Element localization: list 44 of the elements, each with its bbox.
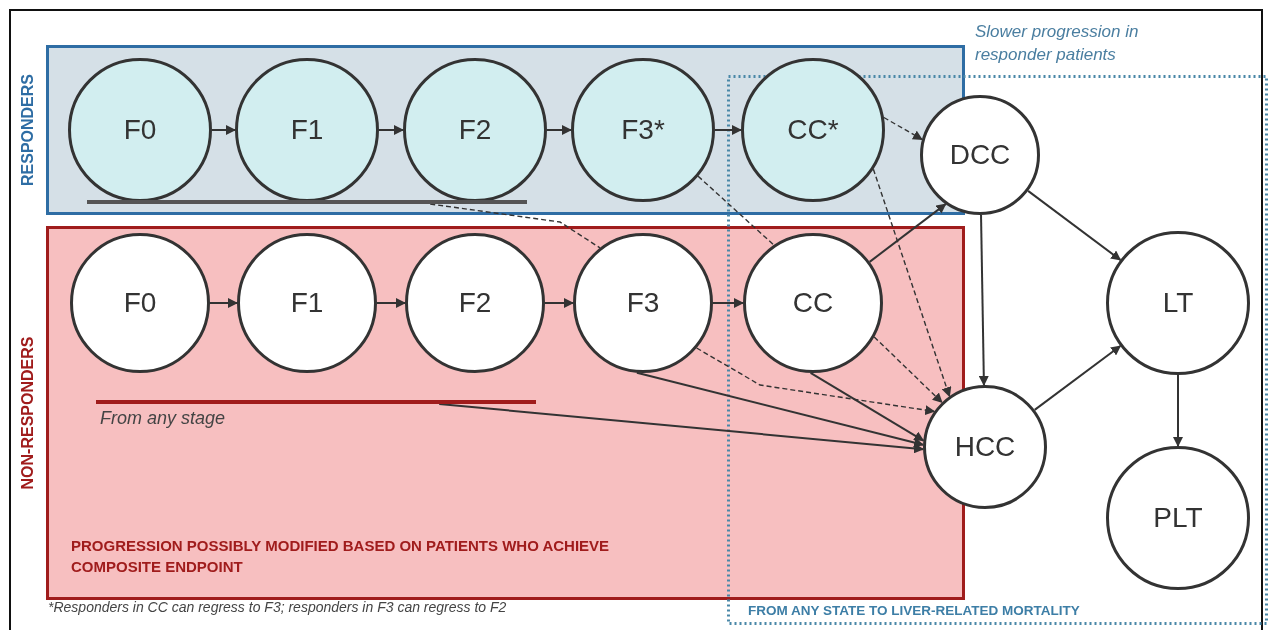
footnote: *Responders in CC can regress to F3; responders in F3 can regress to F2 <box>48 599 508 615</box>
range-bar <box>87 200 527 204</box>
arrow <box>438 403 925 454</box>
arrow <box>1027 189 1122 261</box>
region-caption: FROM ANY STATE TO LIVER-RELATED MORTALITY <box>748 603 1081 618</box>
bar-caption: From any stage <box>100 408 226 429</box>
dashed-arrow <box>873 336 943 404</box>
state-label: DCC <box>949 139 1011 171</box>
arrow <box>635 371 925 448</box>
panel-heading: RESPONDERS <box>18 73 37 188</box>
arrow <box>809 371 925 442</box>
arrow <box>378 125 404 135</box>
annotation: Slower progression in responder patients <box>975 21 1140 66</box>
dashed-line <box>697 175 775 246</box>
state-label: F3* <box>621 114 665 146</box>
range-bar <box>96 400 536 404</box>
arrow <box>209 298 238 308</box>
state-label: HCC <box>954 431 1016 463</box>
state-label: F0 <box>123 114 157 146</box>
arrow <box>211 125 236 135</box>
panel-note: PROGRESSION POSSIBLY MODIFIED BASED ON PATIENTS WHO ACHIEVE COMPOSITE ENDPOINT <box>71 536 611 577</box>
arrow <box>546 125 572 135</box>
state-label: PLT <box>1153 502 1203 534</box>
state-label: F2 <box>458 114 492 146</box>
dashed-arrow <box>695 347 936 416</box>
arrow <box>1033 345 1122 411</box>
arrow <box>868 203 947 263</box>
state-label: F1 <box>290 114 324 146</box>
arrow <box>544 298 574 308</box>
arrow <box>712 298 744 308</box>
state-label: F0 <box>123 287 157 319</box>
state-label: LT <box>1162 287 1194 319</box>
arrow <box>714 125 742 135</box>
state-label: F3 <box>626 287 660 319</box>
dashed-arrow <box>883 116 923 141</box>
panel-heading: NON-RESPONDERS <box>18 335 37 492</box>
state-label: CC* <box>787 114 839 146</box>
state-label: CC <box>792 287 834 319</box>
arrow <box>1173 374 1183 447</box>
arrow <box>978 214 989 386</box>
dashed-arrow <box>872 168 952 398</box>
state-label: F1 <box>290 287 324 319</box>
arrow <box>376 298 406 308</box>
state-label: F2 <box>458 287 492 319</box>
